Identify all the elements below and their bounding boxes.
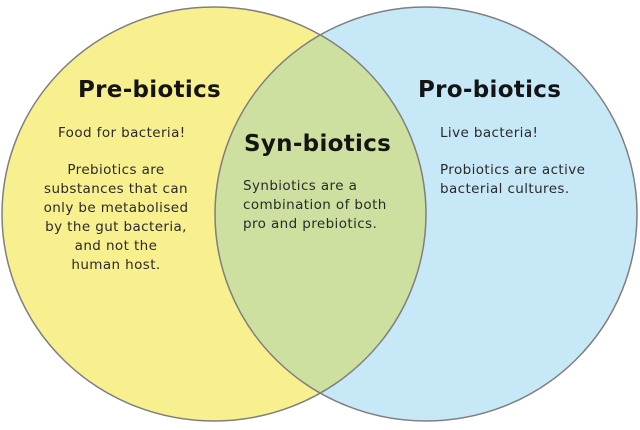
probiotics-description-line: Probiotics are active bbox=[440, 162, 586, 178]
probiotics-description: Probiotics are active bacterial cultures… bbox=[440, 161, 585, 199]
prebiotics-description: Prebiotics are substances that can only … bbox=[0, 161, 232, 275]
prebiotics-description-line: Prebiotics are bbox=[67, 162, 165, 178]
prebiotics-tagline: Food for bacteria! bbox=[58, 125, 186, 141]
prebiotics-description-line: by the gut bacteria, bbox=[45, 219, 187, 235]
probiotics-description-line: bacterial cultures. bbox=[440, 181, 570, 197]
synbiotics-description: Synbiotics are a combination of both pro… bbox=[243, 177, 387, 234]
synbiotics-overlap-region bbox=[215, 7, 426, 421]
probiotics-circle-outline bbox=[214, 6, 638, 422]
probiotics-title: Pro-biotics bbox=[418, 77, 562, 103]
prebiotics-description-line: and not the bbox=[74, 238, 158, 254]
prebiotics-description-line: only be metabolised bbox=[43, 200, 189, 216]
probiotics-tagline: Live bacteria! bbox=[440, 125, 539, 141]
prebiotics-circle-outline bbox=[1, 6, 427, 422]
synbiotics-description-line: Synbiotics are a bbox=[243, 178, 358, 194]
synbiotics-description-line: pro and prebiotics. bbox=[243, 216, 378, 232]
synbiotics-description-line: combination of both bbox=[243, 197, 387, 213]
synbiotics-title: Syn-biotics bbox=[244, 131, 392, 157]
prebiotics-description-line: human host. bbox=[71, 257, 161, 273]
prebiotics-title: Pre-biotics bbox=[78, 77, 221, 103]
prebiotics-description-line: substances that can bbox=[44, 181, 188, 197]
